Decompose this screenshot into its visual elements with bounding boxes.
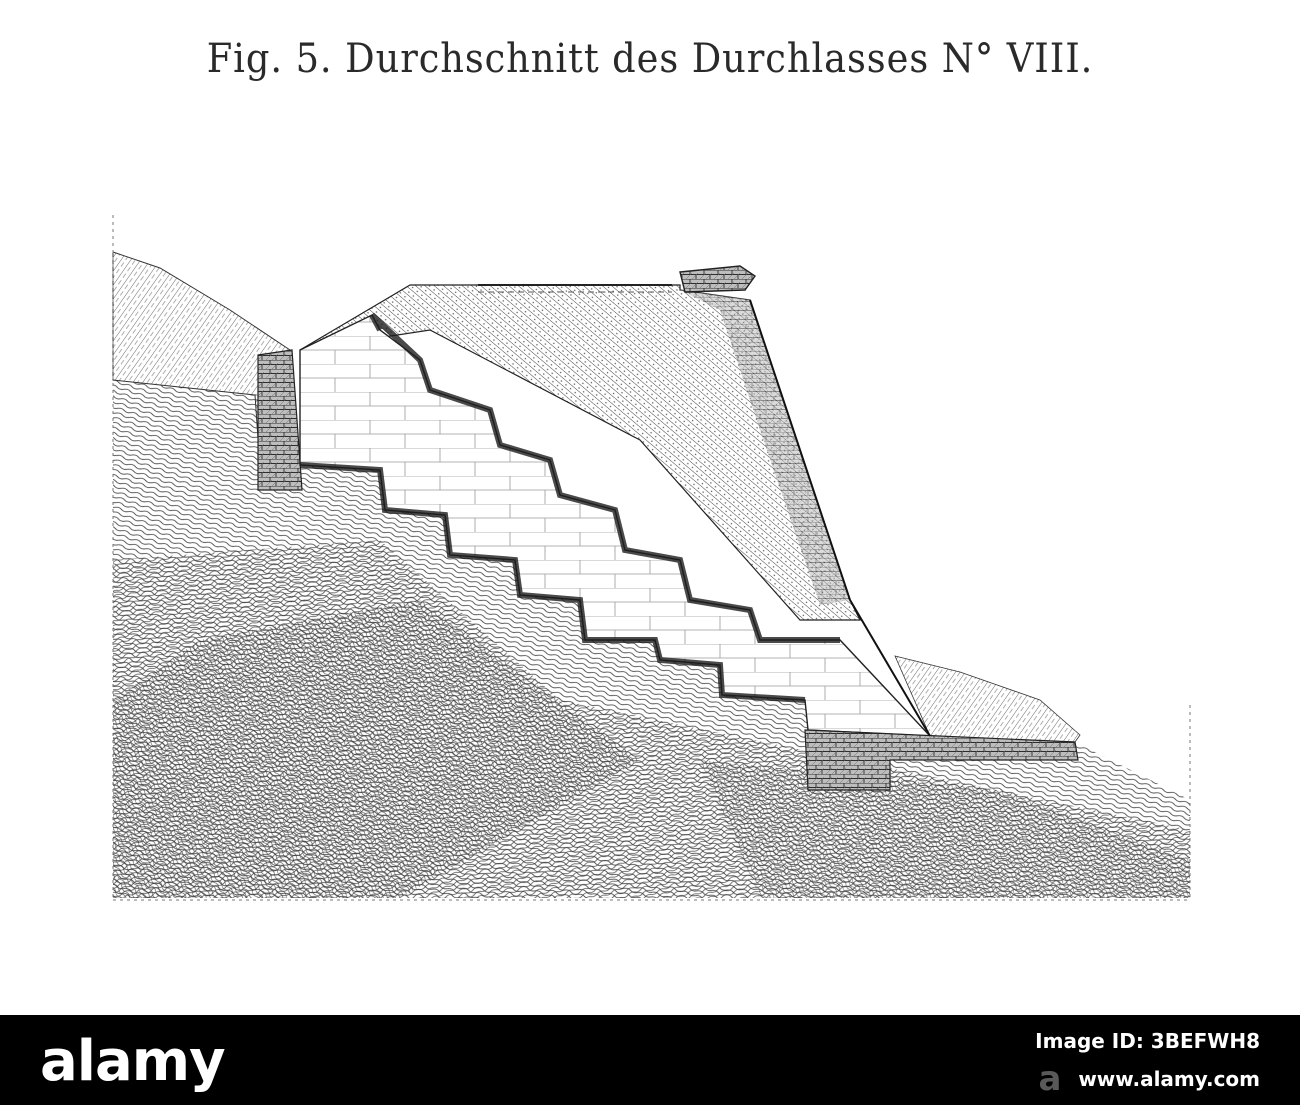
- base-foundation: [804, 729, 1079, 791]
- alamy-watermark: a: [1038, 1059, 1062, 1099]
- parapet-coping: [478, 265, 756, 293]
- wall-face-line: [749, 299, 931, 737]
- alamy-logo: alamy: [40, 1029, 226, 1094]
- figure-title: Fig. 5. Durchschnitt des Durchlasses N° …: [206, 36, 1094, 82]
- image-id: Image ID: 3BEFWH8: [1035, 1029, 1260, 1053]
- stock-footer: alamy a Image ID: 3BEFWH8 www.alamy.com: [0, 1015, 1300, 1105]
- stock-url: www.alamy.com: [1078, 1067, 1260, 1091]
- culvert-cross-section-drawing: [112, 215, 1191, 901]
- left-retaining-wall: [257, 349, 303, 491]
- engraving-plate: Fig. 5. Durchschnitt des Durchlasses N° …: [112, 36, 1191, 901]
- frame-dashes: [112, 215, 1191, 901]
- stepped-masonry: [299, 312, 932, 737]
